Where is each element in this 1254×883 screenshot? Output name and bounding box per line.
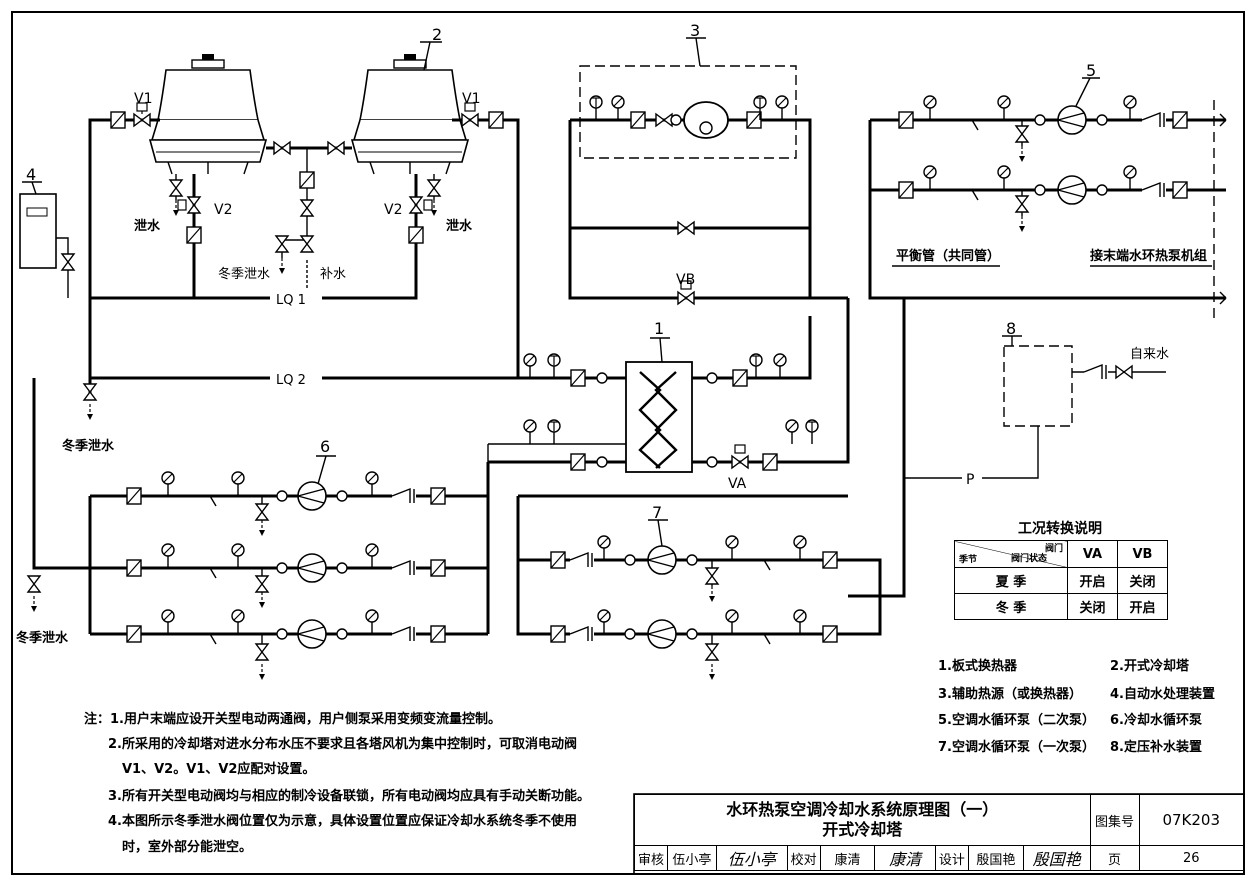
cooling-pump-row-2 bbox=[126, 543, 446, 609]
summer-va: 开启 bbox=[1067, 567, 1118, 594]
corner-left-label: 季节 bbox=[959, 555, 978, 565]
label-drain-right: 泄水 bbox=[446, 218, 473, 234]
check-label: 校对 bbox=[786, 845, 821, 871]
check-signature: 康清 bbox=[874, 845, 936, 871]
col-vb: VB bbox=[1117, 540, 1168, 568]
design-label: 设计 bbox=[934, 845, 969, 871]
summer-vb: 关闭 bbox=[1117, 567, 1168, 594]
auxiliary-heat-source bbox=[683, 101, 729, 139]
vb-valve bbox=[677, 280, 695, 305]
primary-pump-row-1 bbox=[550, 535, 838, 603]
legend-item-7: 7.空调水循环泵（一次泵） bbox=[938, 740, 1095, 755]
label-item-2: 2 bbox=[432, 25, 442, 44]
drawing-title: 水环热泵空调冷却水系统原理图（一） bbox=[726, 800, 999, 819]
page-number: 26 bbox=[1138, 845, 1244, 871]
label-item-8: 8 bbox=[1006, 319, 1016, 338]
review-label: 审核 bbox=[634, 845, 668, 871]
title-block: 水环热泵空调冷却水系统原理图（一） 开式冷却塔 图集号 07K203 审核 伍小… bbox=[634, 794, 1244, 871]
drawing-subtitle: 开式冷却塔 bbox=[822, 820, 903, 839]
secondary-pump-row-2 bbox=[898, 165, 1188, 233]
label-p: P bbox=[966, 472, 974, 488]
design-signature: 殷国艳 bbox=[1022, 845, 1091, 871]
va-valve bbox=[731, 444, 749, 469]
title-block-title: 水环热泵空调冷却水系统原理图（一） 开式冷却塔 bbox=[634, 794, 1091, 846]
label-item-1: 1 bbox=[654, 319, 664, 338]
legend-item-8: 8.定压补水装置 bbox=[1110, 740, 1202, 755]
secondary-pump-row-1 bbox=[898, 95, 1188, 163]
tower-connect-valve-right bbox=[327, 141, 345, 155]
atlas-number: 07K203 bbox=[1138, 794, 1244, 846]
label-makeup: 补水 bbox=[320, 267, 346, 282]
col-va: VA bbox=[1067, 540, 1118, 568]
season-summer: 夏 季 bbox=[954, 567, 1068, 594]
legend-item-3: 3.辅助热源（或换热器） bbox=[938, 687, 1082, 702]
label-item-6: 6 bbox=[320, 437, 330, 456]
v2-valve-left bbox=[177, 196, 202, 244]
cooling-tower-left bbox=[149, 53, 267, 175]
corner-mid-label: 阀门状态 bbox=[1010, 554, 1047, 564]
label-terminal: 接末端水环热泵机组 bbox=[1090, 248, 1207, 264]
label-v1-right: V1 bbox=[462, 91, 480, 107]
condition-table-corner: 阀门 阀门状态 季节 bbox=[954, 540, 1068, 568]
label-va: VA bbox=[728, 476, 747, 492]
review-signature: 伍小亭 bbox=[715, 845, 788, 871]
legend-item-6: 6.冷却水循环泵 bbox=[1110, 713, 1202, 728]
design-name: 殷国艳 bbox=[967, 845, 1024, 871]
winter-va: 关闭 bbox=[1067, 593, 1118, 620]
label-tap-water: 自来水 bbox=[1130, 347, 1169, 362]
label-lq2: LQ 2 bbox=[276, 373, 306, 388]
condition-table-title: 工况转换说明 bbox=[1018, 521, 1102, 537]
label-v1-left: V1 bbox=[134, 91, 152, 107]
corner-top-label: 阀门 bbox=[1044, 544, 1063, 554]
label-winter-drain-upper: 冬季泄水 bbox=[62, 438, 115, 454]
winter-vb: 开启 bbox=[1117, 593, 1168, 620]
v1-valve-right bbox=[461, 102, 504, 129]
atlas-label: 图集号 bbox=[1089, 794, 1140, 846]
label-balance-pipe: 平衡管（共同管） bbox=[896, 248, 1000, 264]
season-winter: 冬 季 bbox=[954, 593, 1068, 620]
legend-item-1: 1.板式换热器 bbox=[938, 659, 1017, 674]
label-item-3: 3 bbox=[690, 21, 700, 40]
note-3: 3.所有开关型电动阀均与相应的制冷设备联锁，所有电动阀均应具有手动关断功能。 bbox=[108, 789, 590, 804]
label-v2-right: V2 bbox=[384, 202, 402, 218]
legend-item-4: 4.自动水处理装置 bbox=[1110, 687, 1215, 702]
condition-table: 阀门 阀门状态 季节 VA VB 夏 季 开启 关闭 冬 季 关闭 开启 bbox=[954, 540, 1168, 620]
label-lq1: LQ 1 bbox=[276, 293, 306, 308]
check-name: 康清 bbox=[819, 845, 876, 871]
auxiliary-heat-source-box bbox=[579, 65, 797, 159]
label-drain-left: 泄水 bbox=[134, 218, 161, 234]
note-4-cont: 时，室外部分能泄空。 bbox=[122, 840, 253, 855]
cooling-pump-row-3 bbox=[126, 609, 446, 681]
legend-item-5: 5.空调水循环泵（二次泵） bbox=[938, 713, 1095, 728]
tower-connect-valve-left bbox=[273, 141, 291, 155]
note-2-cont: V1、V2。V1、V2应配对设置。 bbox=[122, 762, 316, 777]
note-4: 4.本图所示冬季泄水阀位置仅为示意，具体设置位置应保证冷却水系统冬季不使用 bbox=[108, 814, 577, 829]
label-winter-drain-lower: 冬季泄水 bbox=[16, 630, 69, 646]
cooling-tower-right bbox=[351, 53, 469, 175]
legend-item-2: 2.开式冷却塔 bbox=[1110, 659, 1189, 674]
page-label: 页 bbox=[1089, 845, 1140, 871]
review-name: 伍小亭 bbox=[666, 845, 717, 871]
label-vb: VB bbox=[676, 272, 695, 288]
pressurization-makeup-device bbox=[1003, 345, 1073, 427]
label-v2-left: V2 bbox=[214, 202, 232, 218]
v2-valve-right bbox=[408, 196, 433, 244]
label-item-4: 4 bbox=[26, 165, 36, 184]
water-treatment-device bbox=[19, 193, 57, 269]
cooling-pump-row-1 bbox=[126, 471, 446, 537]
label-item-7: 7 bbox=[652, 503, 662, 522]
primary-pump-row-2 bbox=[550, 609, 838, 681]
label-item-5: 5 bbox=[1086, 61, 1096, 80]
note-1: 注：1.用户末端应设开关型电动两通阀，用户侧泵采用变频变流量控制。 bbox=[84, 712, 501, 727]
label-winter-drain-center: 冬季泄水 bbox=[218, 266, 270, 282]
v1-valve-left bbox=[110, 102, 151, 129]
plate-heat-exchanger bbox=[625, 361, 693, 473]
note-2: 2.所采用的冷却塔对进水分布水压不要求且各塔风机为集中控制时，可取消电动阀 bbox=[108, 737, 577, 752]
